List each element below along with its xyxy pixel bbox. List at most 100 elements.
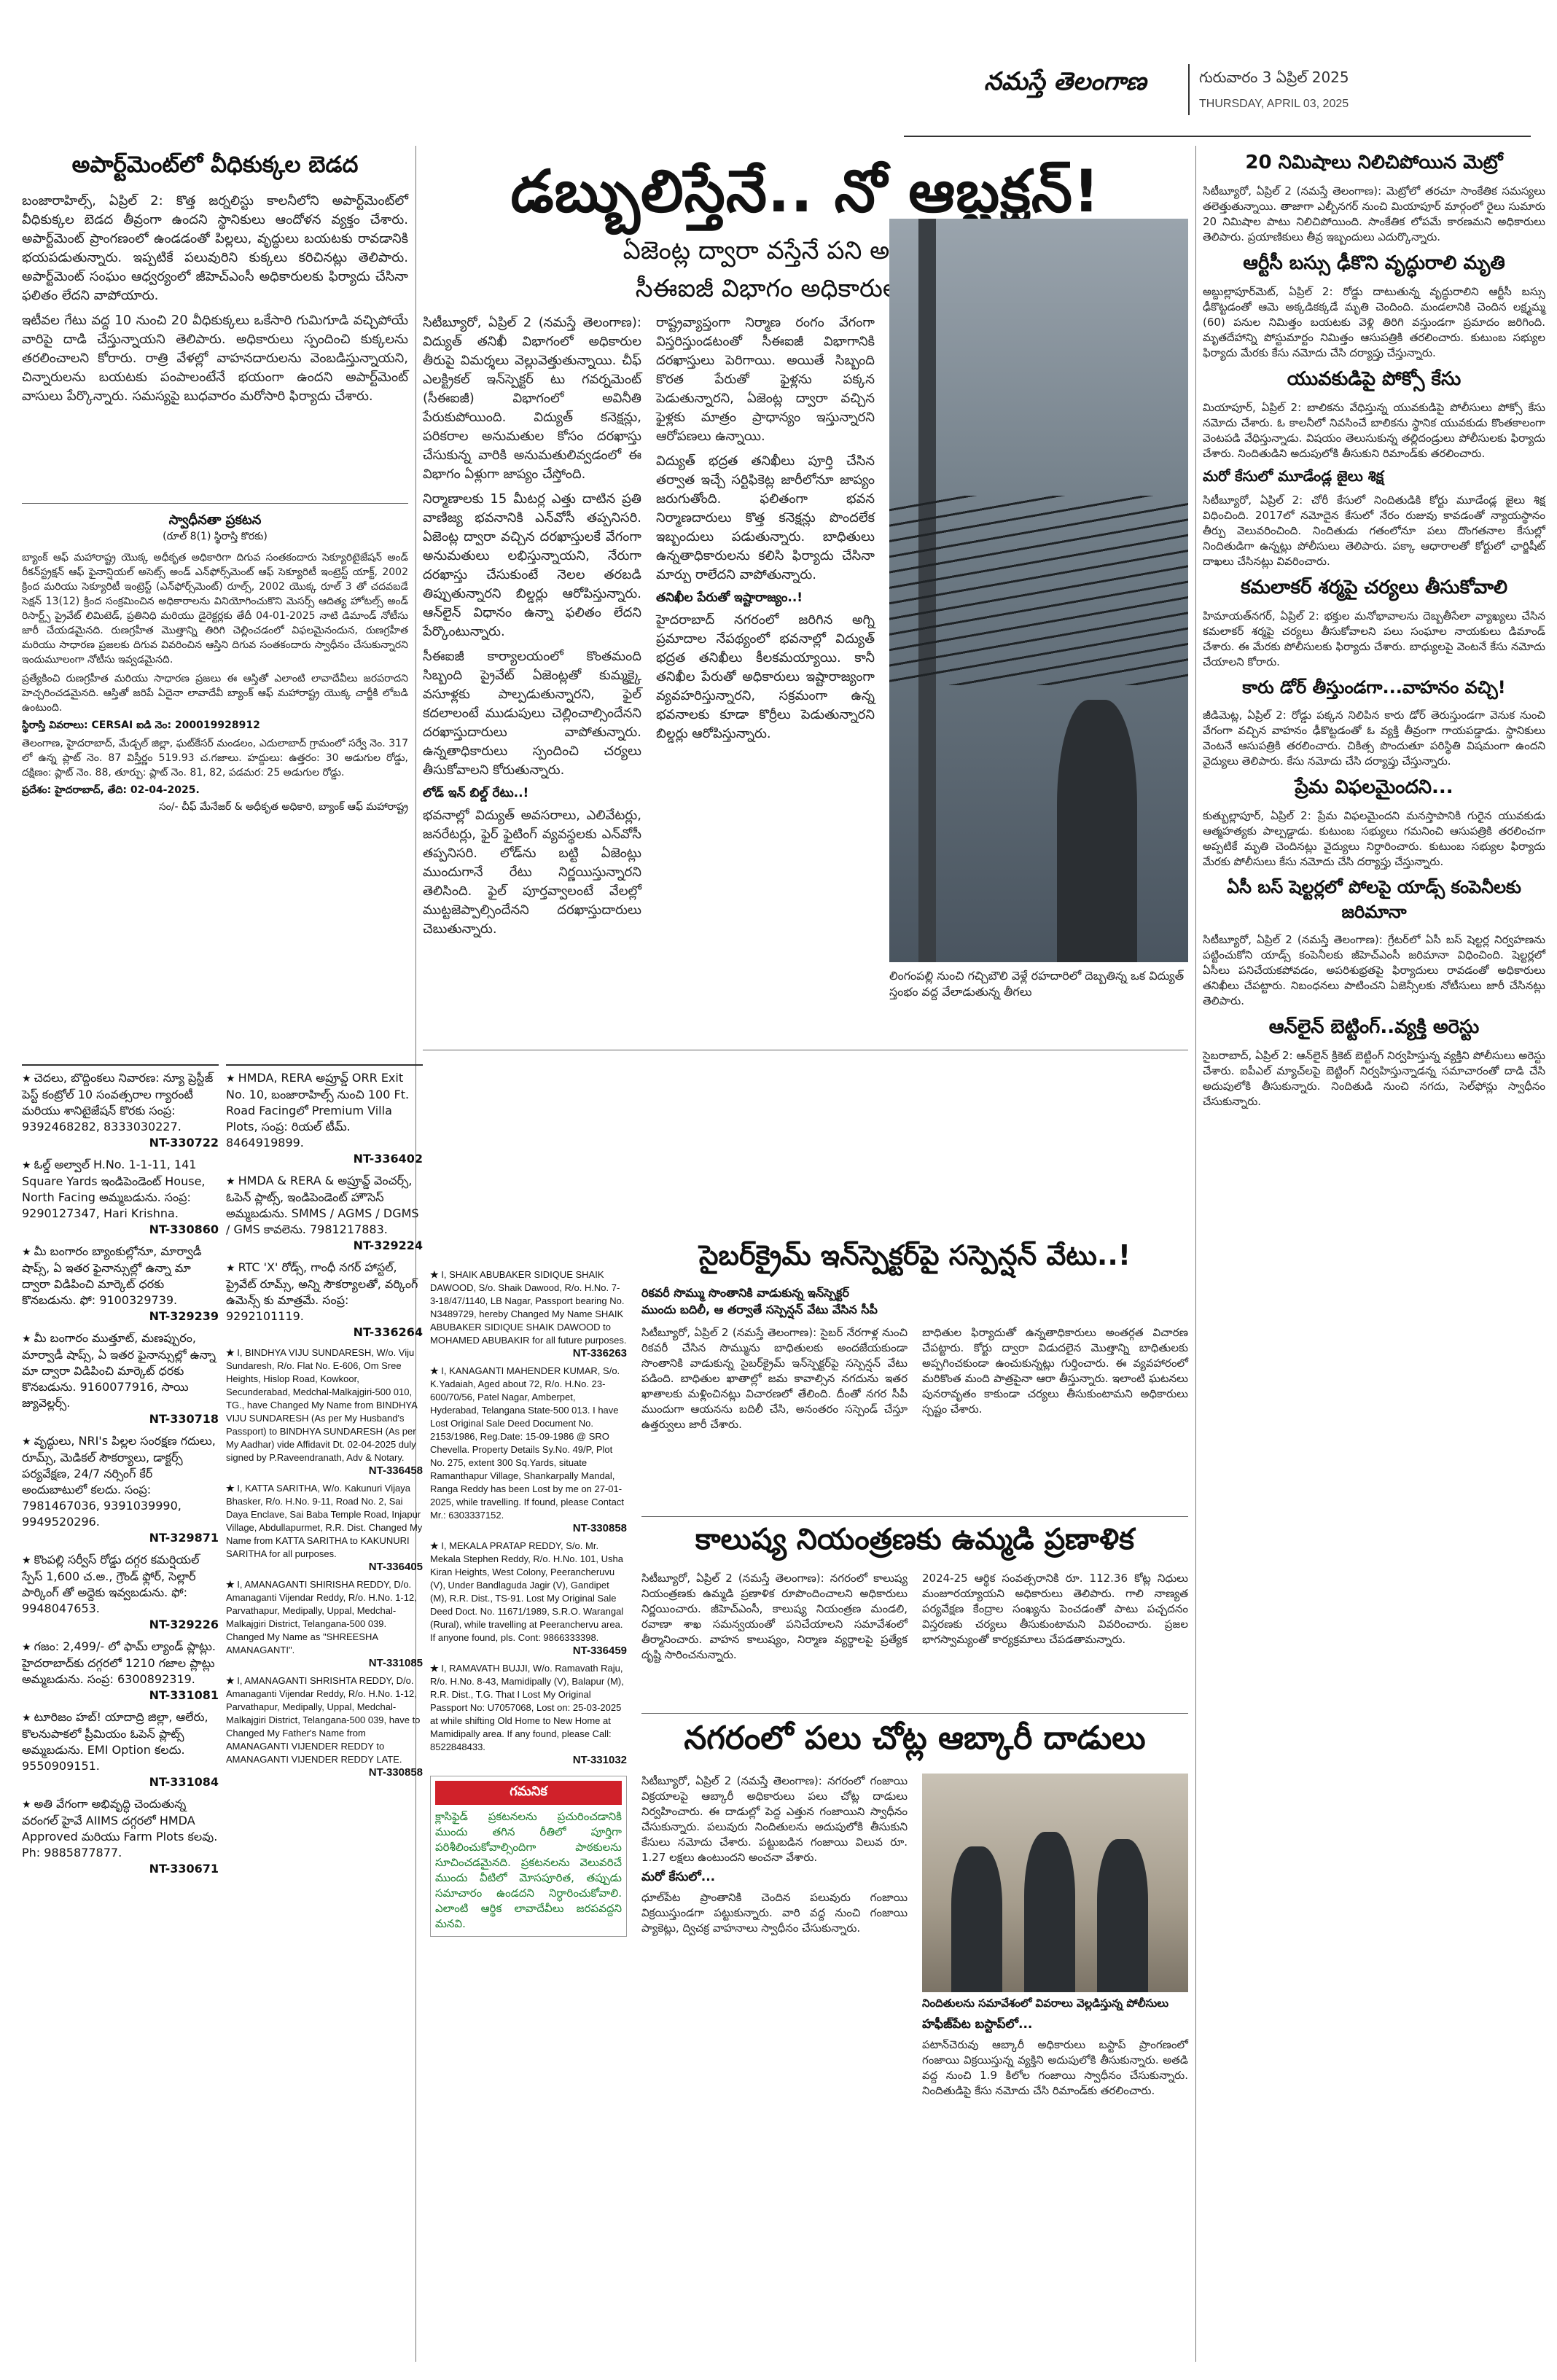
bullet-star-icon: ★ <box>430 1663 439 1674</box>
masthead-divider <box>1188 64 1190 115</box>
brief-ac-bus: ఏసీ బస్ షెల్టర్లలో పోలపై యాడ్స్ కంపెనీలక… <box>1203 877 1545 1009</box>
classified-text: టూరిజం హబ్! యాదాద్రి జిల్లా, ఆలేరు, కొలన… <box>22 1710 208 1773</box>
bullet-star-icon: ★ <box>22 1712 31 1724</box>
main-photo-caption: లింగంపల్లి నుంచి గచ్చిబౌలి వెళ్లే రహదారి… <box>889 969 1185 999</box>
bullet-star-icon: ★ <box>22 1160 31 1171</box>
classified-ad: ★చెదలు, బొద్దింకలు నివారణ: న్యూ ప్రెస్టీ… <box>22 1070 219 1151</box>
brief-headline: కారు డోర్ తీస్తుండగా...వాహనం వచ్చి! <box>1242 677 1506 698</box>
main-col-a: సిటీబ్యూరో, ఏప్రిల్ 2 (నమస్తే తెలంగాణ): … <box>423 313 641 945</box>
col5: 20 నిమిషాలు నిలిచిపోయిన మెట్రో సిటీబ్యూర… <box>1203 146 1545 1114</box>
cyber-subhead: రికవరీ సొమ్ము సొంతానికి వాడుకున్న ఇన్‌స్… <box>641 1286 849 1300</box>
notice-code: NT-330858 <box>368 1766 423 1779</box>
brief-body: హిమాయత్‌నగర్, ఏప్రిల్ 2: భక్తుల మనోభావాల… <box>1203 609 1545 668</box>
gamanika-box: గమనిక క్లాసిఫైడ్ ప్రకటనలను ప్రచురించడాని… <box>430 1776 627 1937</box>
excise-columns: సిటీబ్యూరో, ఏప్రిల్ 2 (నమస్తే తెలంగాణ): … <box>641 1774 1188 2103</box>
bullet-star-icon: ★ <box>226 1263 235 1274</box>
classified-text: ఓల్డ్ అల్వాల్ H.No. 1-1-11, 141 Square Y… <box>22 1158 206 1220</box>
notice-code: NT-331032 <box>572 1754 627 1766</box>
brief-body: అబ్దుల్లాపూర్‌మెట్, ఏప్రిల్ 2: రోడ్డు దా… <box>1203 285 1545 359</box>
notice-signature: సం/- చీఫ్ మేనేజర్ & అధీకృత అధికారి, బ్యా… <box>158 801 408 813</box>
name-change-notice: ★ I, AMANAGANTI SHRISHTA REDDY, D/o. Ama… <box>226 1674 423 1779</box>
classified-ad: ★కొంపల్లి సర్వీస్ రోడ్డు దగ్గర కమర్షియల్… <box>22 1552 219 1633</box>
pollution-para: సిటీబ్యూరో, ఏప్రిల్ 2 (నమస్తే తెలంగాణ): … <box>641 1572 908 1661</box>
notice-text: I, SHAIK ABUBAKER SIDIQUE SHAIK DAWOOD, … <box>430 1269 627 1346</box>
classified-ad: ★టూరిజం హబ్! యాదాద్రి జిల్లా, ఆలేరు, కొల… <box>22 1709 219 1790</box>
gamanika-body: క్లాసిఫైడ్ ప్రకటనలను ప్రచురించడానికి ముం… <box>435 1810 622 1930</box>
excise-para: పటాన్‌చెరువు ఆబ్కారీ అధికారులు బస్టాప్ ప… <box>922 2038 1188 2097</box>
classified-code: NT-336264 <box>353 1325 423 1339</box>
masthead-date-en: THURSDAY, APRIL 03, 2025 <box>1199 98 1349 110</box>
brief-headline: యువకుడిపై పోక్సో కేసు <box>1287 368 1462 390</box>
notice-body: బ్యాంక్ ఆఫ్ మహారాష్ట్ర యొక్క అధీకృత అధిక… <box>22 552 408 666</box>
notice-code: NT-336405 <box>368 1561 423 1573</box>
cyber-headline: సైబర్‌క్రైమ్ ఇన్‌స్పెక్టర్‌పై సస్పెన్షన్… <box>698 1239 1131 1271</box>
brief-body: కుత్బుల్లాపూర్, ఏప్రిల్ 2: ప్రేమ విఫలమైం… <box>1203 809 1545 868</box>
classified-code: NT-330671 <box>149 1862 219 1876</box>
brief-headline: కమలాకర్ శర్మపై చర్యలు తీసుకోవాలి <box>1240 577 1508 598</box>
excise-col-b: నిందితులను సమావేశంలో వివరాలు వెల్లడిస్తు… <box>922 1774 1188 2103</box>
brief-car: కారు డోర్ తీస్తుండగా...వాహనం వచ్చి! జీడి… <box>1203 677 1545 769</box>
cyber-columns: సిటీబ్యూరో, ఏప్రిల్ 2 (నమస్తే తెలంగాణ): … <box>641 1325 1188 1437</box>
main-subhead: లోడ్ ఇన్ బిల్డ్ రేటు..! <box>423 786 529 800</box>
classified-text: RTC 'X' రోడ్స్, గాంధీ నగర్ హాస్టల్, ప్రై… <box>226 1260 418 1323</box>
main-para: సిటీబ్యూరో, ఏప్రిల్ 2 (నమస్తే తెలంగాణ): … <box>423 315 641 482</box>
photo-figure <box>1057 700 1137 962</box>
classified-text: గజం: 2,499/- లో ఫామ్ ల్యాండ్ ప్లాట్లు. హ… <box>22 1639 216 1686</box>
classified-text: మీ బంగారం బ్యాంకుల్లోనూ, మార్వాడీ షాప్స్… <box>22 1244 202 1307</box>
excise-subhead: మరో కేసులో... <box>641 1870 716 1884</box>
bullet-star-icon: ★ <box>22 1642 31 1653</box>
bullet-star-icon: ★ <box>22 1436 31 1448</box>
photo-figure <box>1024 1832 1075 1992</box>
col1-story: అపార్ట్‌మెంట్‌లో వీధికుక్కల బెడద బంజారాహ… <box>22 146 408 412</box>
classified-text: HMDA & RERA & అప్రూవ్డ్ వెంచర్స్, ఓపెన్ … <box>226 1174 419 1236</box>
classifieds-left: ★చెదలు, బొద్దింకలు నివారణ: న్యూ ప్రెస్టీ… <box>22 1064 219 1883</box>
brief-betting: ఆన్‌లైన్ బెట్టింగ్..వ్యక్తి అరెస్టు సైబర… <box>1203 1016 1545 1109</box>
main-photo <box>889 219 1188 962</box>
bullet-star-icon: ★ <box>226 1073 235 1085</box>
classified-code: NT-329239 <box>149 1309 219 1323</box>
masthead: నమస్తే తెలంగాణ గురువారం 3 ఏప్రిల్ 2025 T… <box>911 64 1531 130</box>
classified-ad: ★RTC 'X' రోడ్స్, గాంధీ నగర్ హాస్టల్, ప్ర… <box>226 1260 423 1341</box>
classified-code: NT-331084 <box>149 1775 219 1789</box>
classified-ad: ★HMDA, RERA అప్రూవ్డ్ ORR Exit No. 10, బ… <box>226 1070 423 1167</box>
classified-code: NT-329224 <box>353 1238 423 1252</box>
photo-figure <box>1097 1839 1148 1992</box>
bullet-star-icon: ★ <box>226 1675 235 1686</box>
masthead-date-te: గురువారం 3 ఏప్రిల్ 2025 <box>1199 69 1349 86</box>
pollution-headline: కాలుష్య నియంత్రణకు ఉమ్మడి ప్రణాళిక <box>695 1523 1135 1556</box>
brief-headline: ఆన్‌లైన్ బెట్టింగ్..వ్యక్తి అరెస్టు <box>1268 1016 1480 1038</box>
lost-document-notice: ★ I, RAMAVATH BUJJI, W/o. Ramavath Raju,… <box>430 1662 627 1767</box>
pollution-columns: సిటీబ్యూరో, ఏప్రిల్ 2 (నమస్తే తెలంగాణ): … <box>641 1571 1188 1667</box>
cyber-story: సైబర్‌క్రైమ్ ఇన్‌స్పెక్టర్‌పై సస్పెన్షన్… <box>641 1239 1188 1437</box>
main-para: హైదరాబాద్ నగరంలో జరిగిన అగ్ని ప్రమాదాల న… <box>656 612 875 741</box>
col1-notice: స్వాధీనతా ప్రకటన (రూల్ 8(1) స్థిరాస్తి క… <box>22 503 408 815</box>
column-rule <box>415 146 416 2362</box>
excise-col-a: సిటీబ్యూరో, ఏప్రిల్ 2 (నమస్తే తెలంగాణ): … <box>641 1774 908 2103</box>
classified-text: HMDA, RERA అప్రూవ్డ్ ORR Exit No. 10, బం… <box>226 1071 410 1150</box>
bullet-star-icon: ★ <box>226 1579 235 1590</box>
main-para: భవనాల్లో విద్యుత్ అవసరాలు, ఎలివేటర్లు, జ… <box>423 808 641 937</box>
brief-accident: ఆర్టీసీ బస్సు ఢీకొని వృద్ధురాలి మృతి అబ్… <box>1203 252 1545 361</box>
bullet-star-icon: ★ <box>430 1269 439 1280</box>
masthead-rule <box>904 136 1531 137</box>
bullet-star-icon: ★ <box>430 1540 439 1551</box>
notice-code: NT-336459 <box>572 1644 627 1657</box>
notice-code: NT-330858 <box>572 1522 627 1534</box>
classified-text: అతి వేగంగా అభివృద్ధి చెందుతున్న వరంగల్ హ… <box>22 1797 218 1860</box>
bullet-star-icon: ★ <box>22 1555 31 1566</box>
brief-body: సైబరాబాద్, ఏప్రిల్ 2: ఆన్‌లైన్ క్రికెట్ … <box>1203 1049 1545 1108</box>
classified-code: NT-330722 <box>149 1136 219 1150</box>
brief-pocso: యువకుడిపై పోక్సో కేసు మియాపూర్, ఏప్రిల్ … <box>1203 368 1545 461</box>
bullet-star-icon: ★ <box>226 1483 235 1494</box>
classified-code: NT-330860 <box>149 1222 219 1236</box>
masthead-logo: నమస్తే తెలంగాణ <box>984 67 1147 96</box>
bullet-star-icon: ★ <box>226 1176 235 1187</box>
bullet-star-icon: ★ <box>22 1246 31 1258</box>
main-col-b: రాష్ట్రవ్యాప్తంగా నిర్మాణ రంగం వేగంగా వి… <box>656 313 875 749</box>
brief-body: సిటీబ్యూరో, ఏప్రిల్ 2 (నమస్తే తెలంగాణ): … <box>1203 933 1545 1007</box>
classifieds-mid: ★HMDA, RERA అప్రూవ్డ్ ORR Exit No. 10, బ… <box>226 1064 423 1784</box>
classified-code: NT-331081 <box>149 1688 219 1702</box>
notice-code: NT-331085 <box>368 1657 423 1669</box>
classified-ad: ★మీ బంగారం ముత్తూట్, మణప్పురం, మార్వాడీ … <box>22 1330 219 1427</box>
bullet-star-icon: ★ <box>22 1073 31 1085</box>
